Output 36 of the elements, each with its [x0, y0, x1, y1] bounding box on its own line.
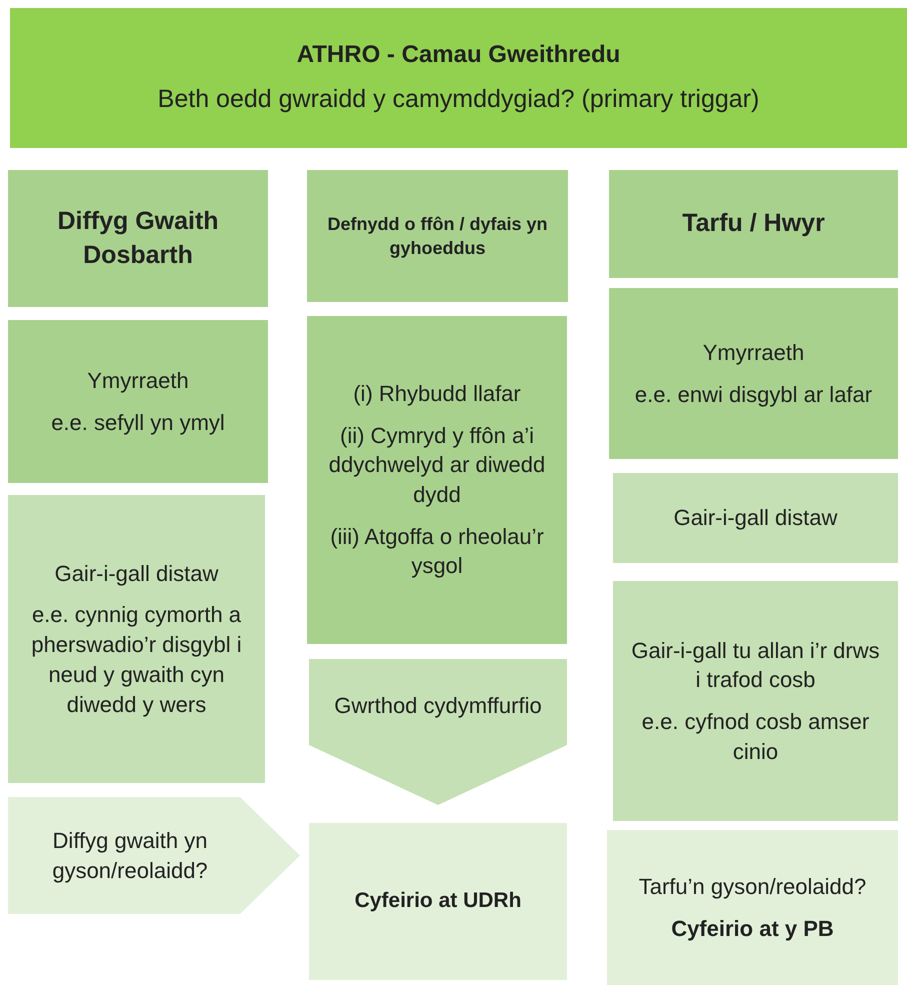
body-text: (ii) Cymryd y ffôn a’i ddychwelyd ar diwedd dydd	[328, 422, 546, 509]
body-text: (iii) Atgoffa o rheolau’r ysgol	[329, 522, 545, 580]
body-text: Gair-i-gall tu allan i’r drws i trafod cosb	[630, 636, 881, 694]
right-arrow-box	[8, 797, 300, 914]
step-box	[613, 581, 898, 821]
body-text: e.e. cyfnod cosb amser cinio	[640, 708, 870, 766]
body-text: Gair-i-gall distaw	[674, 504, 838, 532]
step-box	[8, 170, 268, 307]
body-text: e.e. cynnig cymorth a pherswadio’r disgybl i neud y gwaith cyn diwedd y wers	[30, 601, 243, 719]
step-box	[307, 316, 567, 644]
body-text: Beth oedd gwraidd y camymddygiad? (primary triggar)	[158, 84, 760, 116]
heading-text: ATHRO - Camau Gweithredu	[296, 40, 620, 70]
body-text: Gair-i-gall distaw	[54, 560, 218, 588]
body-text: Diffyg gwaith yn gyson/reolaidd?	[51, 826, 209, 885]
step-box	[307, 170, 568, 302]
step-box	[8, 320, 268, 483]
step-box	[613, 473, 898, 563]
heading-text: Tarfu / Hwyr	[682, 208, 825, 240]
down-arrow-box	[309, 659, 567, 805]
step-box	[8, 495, 265, 783]
heading-text: Cyfeirio at UDRh	[354, 888, 522, 914]
heading-text: Diffyg Gwaith Dosbarth	[56, 206, 220, 270]
body-text: Tarfu’n gyson/reolaidd?	[638, 872, 866, 901]
heading-text: Defnydd o ffôn / dyfais yn gyhoeddus	[326, 212, 548, 260]
body-text: Ymyrraeth	[702, 338, 804, 367]
body-text: e.e. enwi disgybl ar lafar	[634, 380, 872, 409]
step-box	[609, 288, 898, 459]
step-box	[607, 830, 898, 985]
body-text: (i) Rhybudd llafar	[353, 380, 521, 408]
step-box	[609, 170, 898, 278]
title-banner	[10, 8, 907, 148]
body-text: Gwrthod cydymffurfio	[334, 692, 542, 720]
heading-text: Cyfeirio at y PB	[671, 914, 834, 943]
body-text: Ymyrraeth	[87, 366, 189, 395]
step-box	[309, 823, 567, 980]
body-text: e.e. sefyll yn ymyl	[51, 408, 225, 437]
